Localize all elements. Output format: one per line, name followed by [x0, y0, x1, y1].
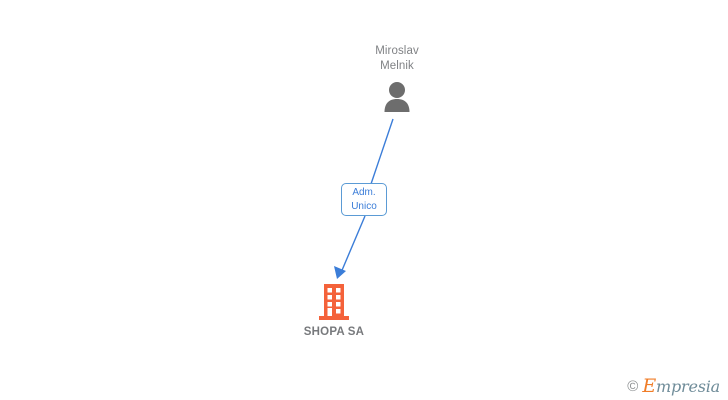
brand-initial: E — [642, 375, 656, 397]
person-name-label: Miroslav Melnik — [375, 45, 419, 72]
relation-label-box[interactable]: Adm. Unico — [341, 183, 387, 216]
person-icon — [336, 79, 458, 113]
brand-logo-text: Empresia — [642, 375, 720, 397]
watermark: © Empresia — [627, 375, 720, 397]
arrowhead-icon — [334, 266, 346, 279]
copyright-icon: © — [627, 378, 639, 395]
edge-segment-person-to-label — [370, 118, 394, 185]
brand-rest: mpresia — [656, 377, 720, 396]
node-person[interactable]: Miroslav Melnik — [336, 44, 458, 113]
building-icon — [273, 282, 395, 322]
edge-segment-label-to-company — [339, 215, 366, 276]
node-company[interactable]: SHOPA SA — [273, 282, 395, 338]
company-name-label: SHOPA SA — [303, 326, 365, 338]
